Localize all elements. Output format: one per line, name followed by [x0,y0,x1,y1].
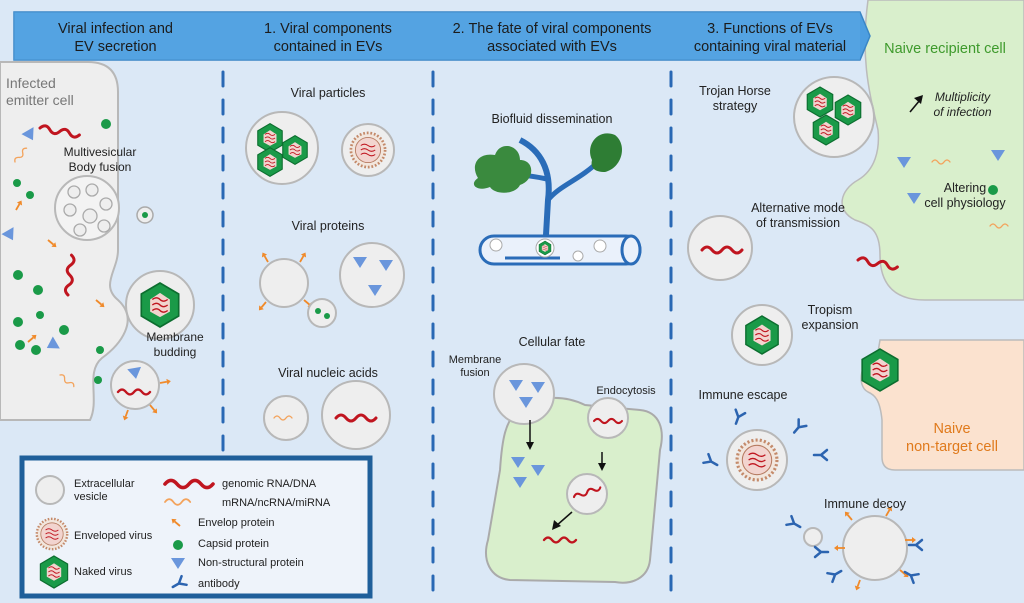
header-col1: Viral infection and EV secretion [57,21,173,55]
viral-proteins-label: Viral proteins [291,219,365,233]
biofluid-label: Biofluid dissemination [491,112,613,126]
multiplicity-label: Multiplicity of infection [933,90,992,119]
nontarget-cell-label: Naive non-target cell [906,421,998,455]
legend-naked: Naked virus [74,566,133,578]
legend-antibody: antibody [198,578,240,590]
trojan-label: Trojan Horse strategy [699,84,771,113]
emitter-cell-label: Infected emitter cell [6,75,74,108]
fusion-label: Membrane fusion [448,354,502,379]
alternative-label: Alternative mode of transmission [751,201,845,230]
header-col2: 1. Viral components contained in EVs [264,21,392,55]
budding-label: Membrane budding [146,330,204,359]
mvb-label: Multivesicular Body fusion [63,145,137,174]
immune-escape-label: Immune escape [698,388,788,402]
immune-decoy-label: Immune decoy [824,497,906,511]
recipient-cell-label: Naive recipient cell [884,41,1006,57]
legend-mrna: mRNA/ncRNA/miRNA [222,497,331,509]
altering-label: Altering cell physiology [924,181,1006,210]
header-col4: 3. Functions of EVs containing viral mat… [693,21,847,55]
header-col3: 2. The fate of viral components associat… [452,21,652,55]
cellular-fate-label: Cellular fate [518,335,586,349]
legend-capsid: Capsid protein [198,538,269,550]
legend-nonstructural: Non-structural protein [198,557,304,569]
viral-particles-label: Viral particles [290,86,366,100]
tropism-label: Tropism expansion [801,303,859,332]
legend-enveloped: Enveloped virus [74,530,153,542]
endocytosis-label: Endocytosis [596,385,656,397]
viral-nucleic-label: Viral nucleic acids [278,366,378,380]
legend-genomic: genomic RNA/DNA [222,478,317,490]
legend-envelop-protein: Envelop protein [198,517,275,529]
legend-ev: Extracellular vesicle [74,478,135,503]
